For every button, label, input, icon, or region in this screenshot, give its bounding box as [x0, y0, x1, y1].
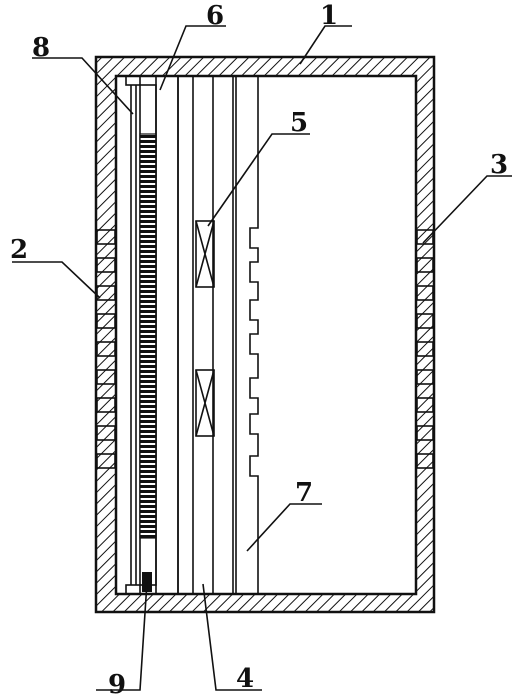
label-8: 8 [32, 33, 50, 63]
left-wall-vents [96, 229, 116, 469]
label-1: 1 [320, 1, 338, 31]
label-2: 2 [10, 235, 28, 265]
label-6: 6 [206, 1, 224, 31]
guide-rail-assembly [125, 75, 157, 595]
filter-layer [155, 75, 179, 595]
right-wall-vents [416, 229, 434, 469]
rotating-element-upper [195, 220, 215, 288]
label-7: 7 [295, 478, 313, 508]
outer-housing [94, 55, 436, 614]
central-channel [177, 76, 234, 594]
rotating-element-lower [195, 369, 215, 437]
label-4: 4 [236, 664, 254, 694]
label-5: 5 [290, 108, 308, 138]
label-9: 9 [108, 670, 126, 699]
notched-plate [235, 75, 259, 595]
leader-lines [12, 25, 512, 691]
label-3: 3 [490, 150, 508, 180]
